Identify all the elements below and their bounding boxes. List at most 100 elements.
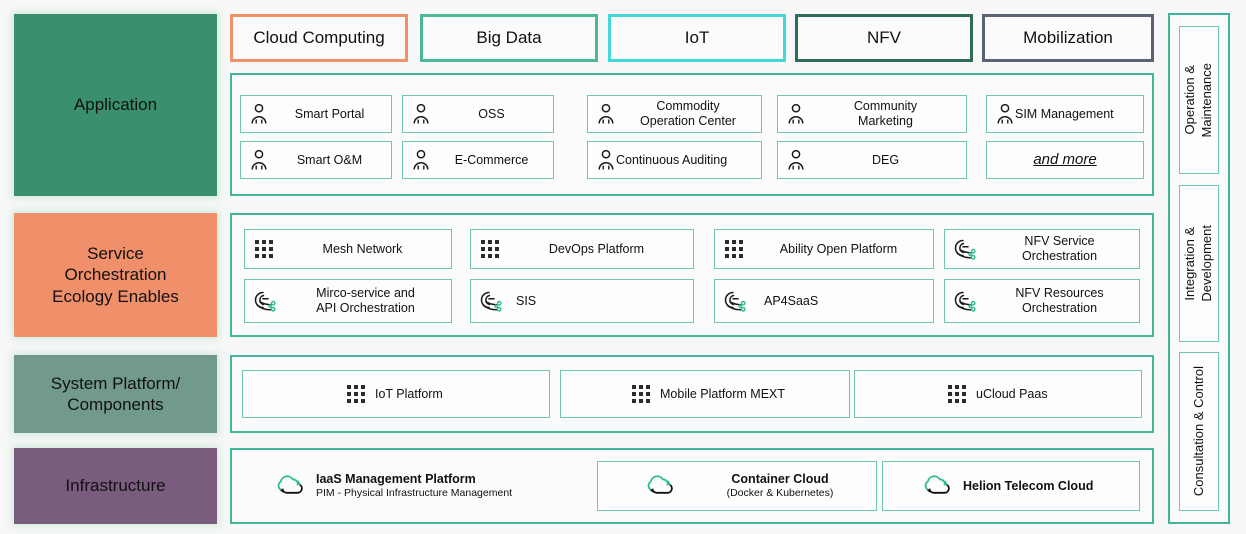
app-card-label: Smart O&M [296, 152, 363, 167]
grid-icon [254, 239, 274, 259]
service-card-label: NFV Service Orchestration [1021, 234, 1098, 263]
service-card-micro-service-api-orchestration[interactable]: Mirco-service and API Orchestration [244, 279, 452, 323]
layer-label-text: Infrastructure [65, 476, 166, 496]
infra-card-helion-telecom-cloud[interactable]: Helion Telecom Cloud [882, 461, 1140, 511]
app-card-label: SIM Management [1015, 106, 1114, 121]
infra-card-label: IaaS Management Platform [316, 472, 476, 487]
tab-label: Big Data [476, 28, 542, 47]
grid-icon [947, 384, 967, 404]
app-card-community-marketing[interactable]: Community Marketing [777, 95, 967, 133]
service-card-nfv-resources-orchestration[interactable]: NFV Resources Orchestration [944, 279, 1140, 323]
app-card-label: DEG [871, 152, 900, 167]
tab-iot[interactable]: IoT [608, 14, 786, 62]
service-card-nfv-service-orchestration[interactable]: NFV Service Orchestration [944, 229, 1140, 269]
orchestration-icon [954, 237, 980, 261]
layer-label-infrastructure: Infrastructure [14, 448, 217, 524]
person-icon [597, 103, 615, 125]
person-icon [597, 149, 615, 171]
service-card-label: AP4SaaS [764, 293, 819, 308]
layer-label-system-platform: System Platform/ Components [14, 355, 217, 433]
cloud-icon [276, 474, 306, 498]
grid-icon [724, 239, 744, 259]
app-card-label: Smart Portal [294, 106, 365, 121]
infra-card-label: Container Cloud [731, 472, 829, 487]
app-card-deg[interactable]: DEG [777, 141, 967, 179]
layer-label-service-orchestration: Service Orchestration Ecology Enables [14, 213, 217, 337]
app-card-label: Continuous Auditing [616, 152, 728, 167]
application-panel: Smart Portal OSS Commodity Operation Cen… [230, 73, 1154, 196]
person-icon [412, 149, 430, 171]
platform-card-label: Mobile Platform MEXT [660, 386, 786, 401]
cloud-icon [646, 474, 676, 498]
sidebar-item-consultation-control[interactable]: Consultation & Control [1179, 352, 1219, 511]
service-card-label: Mesh Network [322, 241, 403, 256]
service-card-devops-platform[interactable]: DevOps Platform [470, 229, 694, 269]
tab-label: Mobilization [1023, 28, 1113, 47]
layer-label-text: System Platform/ Components [50, 373, 181, 414]
infra-card-container-cloud[interactable]: Container Cloud (Docker & Kubernetes) [597, 461, 877, 511]
tab-cloud-computing[interactable]: Cloud Computing [230, 14, 408, 62]
sidebar-item-label: Integration & Development [1182, 225, 1214, 302]
person-icon [250, 103, 268, 125]
platform-card-ucloud-paas[interactable]: uCloud Paas [854, 370, 1142, 418]
layer-label-text: Service Orchestration Ecology Enables [52, 244, 179, 306]
system-platform-panel: IoT Platform Mobile Platform MEXT [230, 355, 1154, 433]
infra-card-iaas-management-platform[interactable]: IaaS Management Platform PIM - Physical … [242, 461, 592, 511]
orchestration-icon [480, 289, 506, 313]
app-card-commodity-operation-center[interactable]: Commodity Operation Center [587, 95, 762, 133]
service-card-ability-open-platform[interactable]: Ability Open Platform [714, 229, 934, 269]
service-orchestration-panel: Mesh Network DevOps Platform [230, 213, 1154, 337]
tab-label: Cloud Computing [253, 28, 385, 47]
layer-label-text: Application [73, 95, 158, 115]
app-card-smart-om[interactable]: Smart O&M [240, 141, 392, 179]
platform-card-label: uCloud Paas [976, 386, 1048, 401]
app-card-label: Community Marketing [853, 99, 918, 128]
cloud-icon [923, 474, 953, 498]
service-card-mesh-network[interactable]: Mesh Network [244, 229, 452, 269]
service-card-ap4saas[interactable]: AP4SaaS [714, 279, 934, 323]
infra-card-label: Helion Telecom Cloud [963, 478, 1094, 493]
grid-icon [631, 384, 651, 404]
person-icon [412, 103, 430, 125]
person-icon [787, 103, 805, 125]
service-card-label: DevOps Platform [548, 241, 645, 256]
service-card-label: Ability Open Platform [779, 241, 898, 256]
app-card-sim-management[interactable]: SIM Management [986, 95, 1144, 133]
infra-card-sublabel: PIM - Physical Infrastructure Management [316, 487, 513, 500]
person-icon [250, 149, 268, 171]
infra-card-sublabel: (Docker & Kubernetes) [726, 487, 834, 500]
app-card-smart-portal[interactable]: Smart Portal [240, 95, 392, 133]
sidebar-item-label: Operation & Maintenance [1182, 62, 1214, 138]
service-card-label: NFV Resources Orchestration [1015, 286, 1104, 315]
platform-card-label: IoT Platform [375, 386, 443, 401]
orchestration-icon [254, 289, 280, 313]
infra-card-label-group: Container Cloud (Docker & Kubernetes) [684, 472, 876, 499]
sidebar-item-operation-maintenance[interactable]: Operation & Maintenance [1179, 26, 1219, 174]
grid-icon [346, 384, 366, 404]
service-card-label: SIS [516, 293, 537, 308]
app-card-and-more[interactable]: and more [986, 141, 1144, 179]
platform-card-iot-platform[interactable]: IoT Platform [242, 370, 550, 418]
infra-card-label-group: IaaS Management Platform PIM - Physical … [316, 472, 592, 499]
app-card-e-commerce[interactable]: E-Commerce [402, 141, 554, 179]
person-icon [787, 149, 805, 171]
person-icon [996, 103, 1014, 125]
grid-icon [480, 239, 500, 259]
app-card-label: E-Commerce [454, 152, 529, 167]
orchestration-icon [724, 289, 750, 313]
app-card-label: OSS [478, 106, 505, 121]
tab-label: IoT [684, 28, 710, 47]
tab-mobilization[interactable]: Mobilization [982, 14, 1154, 62]
tab-nfv[interactable]: NFV [795, 14, 973, 62]
service-card-sis[interactable]: SIS [470, 279, 694, 323]
infrastructure-panel: IaaS Management Platform PIM - Physical … [230, 448, 1154, 524]
tab-big-data[interactable]: Big Data [420, 14, 598, 62]
sidebar-item-integration-development[interactable]: Integration & Development [1179, 185, 1219, 342]
app-card-continuous-auditing[interactable]: Continuous Auditing [587, 141, 762, 179]
layer-label-application: Application [14, 14, 217, 196]
app-card-oss[interactable]: OSS [402, 95, 554, 133]
orchestration-icon [954, 289, 980, 313]
platform-card-mobile-platform-mext[interactable]: Mobile Platform MEXT [560, 370, 850, 418]
app-card-label: Commodity Operation Center [640, 99, 736, 128]
